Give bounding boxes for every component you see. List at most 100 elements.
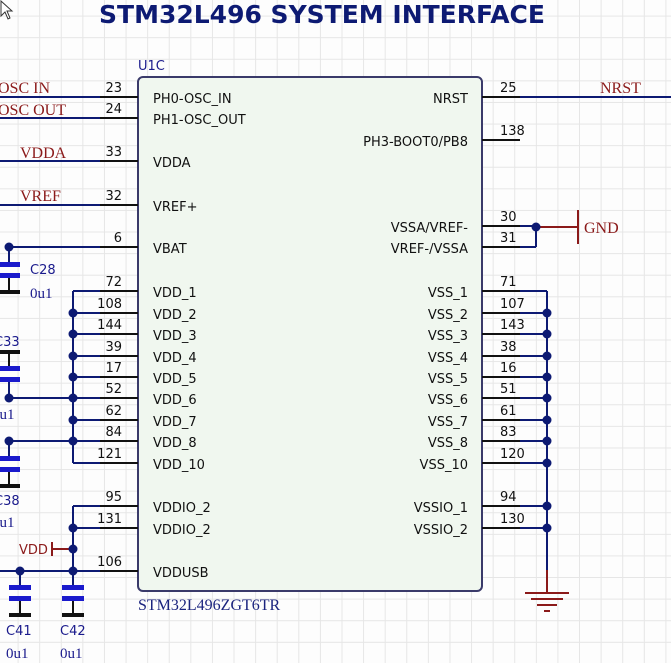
capacitor-plate — [0, 273, 20, 278]
pin-number: 94 — [500, 490, 517, 505]
junction-dot — [542, 393, 552, 403]
pin-number: 106 — [97, 555, 122, 570]
pin-name: VSSA/VREF- — [391, 221, 469, 236]
pin-number: 108 — [97, 297, 122, 312]
junction-dot — [542, 501, 552, 511]
capacitor-ref: C38 — [0, 494, 20, 509]
capacitor-lead — [9, 613, 31, 617]
pin-name: VDDIO_2 — [153, 523, 211, 538]
capacitor-plate — [0, 262, 20, 267]
sheet-title: STM32L496 SYSTEM INTERFACE — [99, 0, 545, 29]
pin-number: 6 — [114, 231, 122, 246]
component-part-number: STM32L496ZGT6TR — [138, 597, 281, 614]
pin-name: VREF+ — [153, 200, 198, 215]
capacitor-plate — [0, 456, 20, 461]
pin-number: 17 — [105, 361, 122, 376]
net-label-nrst: NRST — [600, 80, 641, 97]
pin-name: VDD_3 — [153, 329, 197, 344]
capacitors: C280u1C330u1C380u1C410u1C420u1 — [0, 262, 86, 662]
pin-number: 130 — [500, 512, 525, 527]
capacitor-plate — [9, 585, 31, 590]
pin-number: 51 — [500, 382, 517, 397]
pin-name: PH0-OSC_IN — [153, 92, 232, 107]
junction-dot — [15, 566, 25, 576]
junction-dot — [542, 351, 552, 361]
pin-number: 33 — [105, 145, 122, 160]
pin-number: 144 — [97, 318, 122, 333]
junction-dot — [68, 308, 78, 318]
pin-name: PH1-OSC_OUT — [153, 113, 246, 128]
junction-dot — [531, 222, 541, 232]
junction-dot — [542, 308, 552, 318]
pin-number: 71 — [500, 275, 517, 290]
capacitor-plate — [0, 366, 20, 371]
pin-number: 32 — [105, 189, 122, 204]
capacitor-lead — [0, 484, 20, 488]
junction-dot — [68, 523, 78, 533]
junction-dot — [542, 523, 552, 533]
pin-name: VSS_8 — [428, 436, 468, 451]
junction-dot — [68, 415, 78, 425]
junction-dot — [68, 566, 78, 576]
pin-name: VDD_4 — [153, 351, 197, 366]
junction-dot — [68, 372, 78, 382]
pin-number: 84 — [105, 425, 122, 440]
pin-number: 30 — [500, 210, 517, 225]
junction-dot — [542, 372, 552, 382]
junction-dot — [68, 329, 78, 339]
pin-name: VDD_7 — [153, 415, 197, 430]
pin-number: 25 — [500, 81, 517, 96]
pin-number: 83 — [500, 425, 517, 440]
pin-name: VSSIO_1 — [414, 501, 468, 516]
junction-dot — [4, 242, 14, 252]
capacitor-value: 0u1 — [0, 515, 15, 531]
pin-name: VSS_2 — [428, 308, 468, 323]
pin-name: VSS_4 — [428, 351, 468, 366]
pin-name: VSS_1 — [428, 286, 468, 301]
junction-dot — [68, 351, 78, 361]
net-label-osc-in: OSC IN — [0, 80, 50, 97]
pin-name: VDD_8 — [153, 436, 197, 451]
pin-name: VDD_1 — [153, 286, 197, 301]
pin-number: 121 — [97, 447, 122, 462]
net-label-vref: VREF — [20, 188, 61, 205]
pin-number: 39 — [105, 340, 122, 355]
pin-name: VDDUSB — [153, 566, 209, 581]
pin-name: VSS_3 — [428, 329, 468, 344]
capacitor-lead — [62, 613, 84, 617]
pin-name: VBAT — [153, 242, 187, 257]
net-label-vdda: VDDA — [20, 145, 67, 162]
capacitor-ref: C41 — [6, 624, 32, 639]
junction-dot — [542, 436, 552, 446]
pin-name: VSSIO_2 — [414, 523, 468, 538]
gnd-port: GND — [536, 210, 619, 244]
pin-number: 62 — [105, 404, 122, 419]
pin-number: 95 — [105, 490, 122, 505]
junction-dot — [68, 544, 78, 554]
pin-number: 138 — [500, 124, 525, 139]
capacitor-plate — [62, 596, 84, 601]
capacitor-value: 0u1 — [0, 407, 15, 423]
capacitor-lead — [0, 350, 20, 354]
capacitor-ref: C28 — [30, 263, 56, 278]
pin-name: VDDIO_2 — [153, 501, 211, 516]
pin-name: VSS_10 — [420, 458, 468, 473]
pin-name: VDD_6 — [153, 393, 197, 408]
capacitor-plate — [62, 585, 84, 590]
junction-dot — [542, 415, 552, 425]
pin-name: VREF-/VSSA — [391, 242, 468, 257]
junction-dot — [4, 436, 14, 446]
net-label-osc-out: OSC OUT — [0, 102, 66, 119]
capacitor-ref: C42 — [60, 624, 86, 639]
pin-number: 23 — [105, 81, 122, 96]
junction-dot — [542, 329, 552, 339]
pin-name: VDDA — [153, 156, 191, 171]
pin-name: PH3-BOOT0/PB8 — [363, 135, 468, 150]
pin-number: 61 — [500, 404, 517, 419]
capacitor-value: 0u1 — [6, 646, 29, 662]
capacitor-lead — [0, 290, 20, 294]
pin-name: VDD_10 — [153, 458, 205, 473]
vdd-port-label: VDD — [19, 543, 48, 558]
junction-dot — [4, 393, 14, 403]
